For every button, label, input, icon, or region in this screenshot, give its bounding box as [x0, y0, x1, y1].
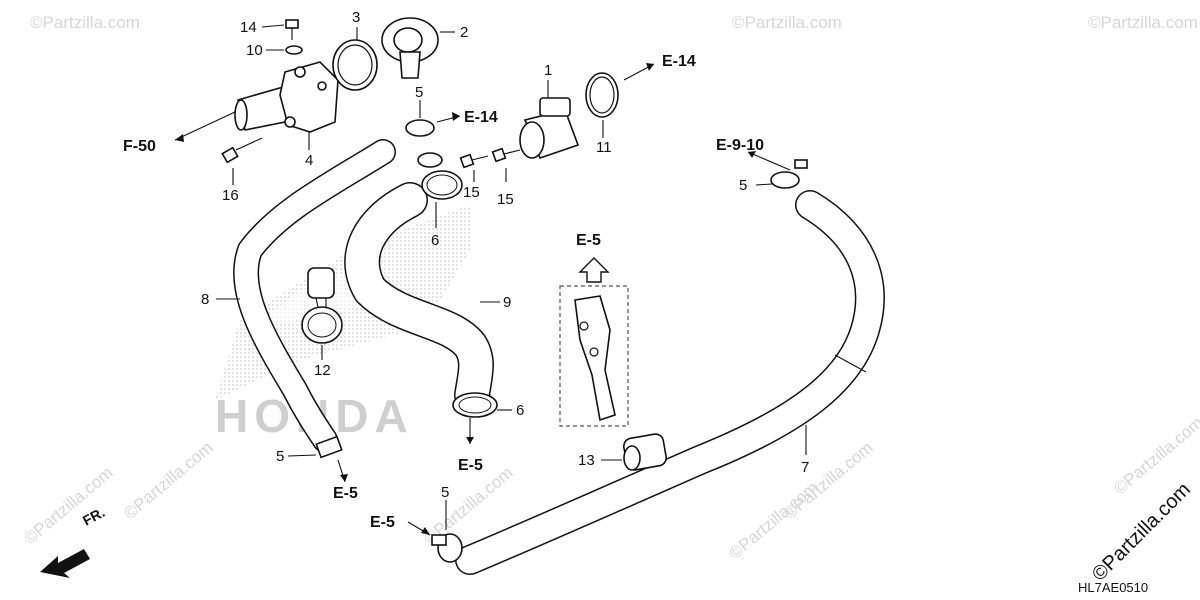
watermark: ©Partzilla.com: [120, 438, 216, 523]
ref-e5: E-5: [458, 457, 483, 474]
callout-13: 13: [578, 452, 595, 469]
watermark: ©Partzilla.com: [1088, 13, 1198, 32]
clamp-5b: [770, 159, 808, 189]
copyright-text: ©Partzilla.com: [1088, 479, 1195, 586]
bolt-15b: [491, 147, 521, 163]
front-arrow-icon: [40, 549, 90, 578]
hose-9: [344, 182, 494, 413]
hose-7: [455, 190, 885, 575]
up-arrow-icon: [578, 257, 610, 283]
ref-f50: F-50: [123, 138, 156, 155]
callout-4: 4: [305, 152, 313, 169]
band-6a: [421, 170, 463, 200]
callout-6: 6: [431, 232, 439, 249]
front-label: FR.: [80, 504, 107, 529]
ref-e14: E-14: [662, 53, 696, 70]
o-ring-3: [332, 39, 378, 91]
ref-e14: E-14: [464, 109, 498, 126]
hose-8: [233, 139, 396, 453]
callout-5: 5: [739, 177, 747, 194]
callout-15: 15: [497, 191, 514, 208]
washer-10: [285, 45, 303, 55]
callout-5: 5: [441, 484, 449, 501]
callout-9: 9: [503, 294, 511, 311]
callout-11: 11: [596, 139, 612, 156]
callout-7: 7: [801, 459, 809, 476]
diagram-code: HL7AE0510: [1078, 580, 1148, 595]
watermark: ©Partzilla.com: [725, 478, 821, 563]
section-refs: F-50 E-14 E-14 E-9-10 E-5 E-5 E-5 E-5: [123, 53, 764, 531]
leader-lines: [174, 24, 807, 536]
watermark: ©Partzilla.com: [1110, 413, 1200, 498]
ref-e5: E-5: [333, 485, 358, 502]
bolt-16: [221, 137, 263, 164]
callout-12: 12: [314, 362, 331, 379]
watermark: ©Partzilla.com: [732, 13, 842, 32]
callout-2: 2: [460, 24, 468, 41]
clamp-12: [301, 267, 343, 344]
watermark: ©Partzilla.com: [30, 13, 140, 32]
ref-e9-10: E-9-10: [716, 137, 764, 154]
clip-13: [622, 433, 668, 471]
bracket-group: [559, 257, 629, 427]
clamp-5a: [405, 119, 443, 168]
callout-5: 5: [276, 448, 284, 465]
ref-e5: E-5: [370, 514, 395, 531]
thermostat-cover: [234, 61, 339, 133]
callout-8: 8: [201, 291, 209, 308]
bolt-15a: [459, 153, 489, 169]
callout-6: 6: [516, 402, 524, 419]
clamp-5c: [315, 435, 343, 459]
callout-16: 16: [222, 187, 239, 204]
callout-5: 5: [415, 84, 423, 101]
band-6b: [452, 392, 498, 418]
callout-14: 14: [240, 19, 257, 36]
watermark: ©Partzilla.com: [20, 463, 116, 548]
thermostat-2: [381, 17, 439, 79]
ref-e5: E-5: [576, 232, 601, 249]
callouts: 14 10 3 2 1 11 5 4 16 15 15 6 8 9 12 6 5…: [201, 9, 809, 501]
callout-15: 15: [463, 184, 480, 201]
callout-10: 10: [246, 42, 263, 59]
water-joint-1: [519, 97, 580, 160]
bolt-14: [285, 19, 299, 40]
clamp-5d: [431, 533, 463, 563]
callout-1: 1: [544, 62, 552, 79]
o-ring-11: [585, 72, 619, 118]
callout-3: 3: [352, 9, 360, 26]
